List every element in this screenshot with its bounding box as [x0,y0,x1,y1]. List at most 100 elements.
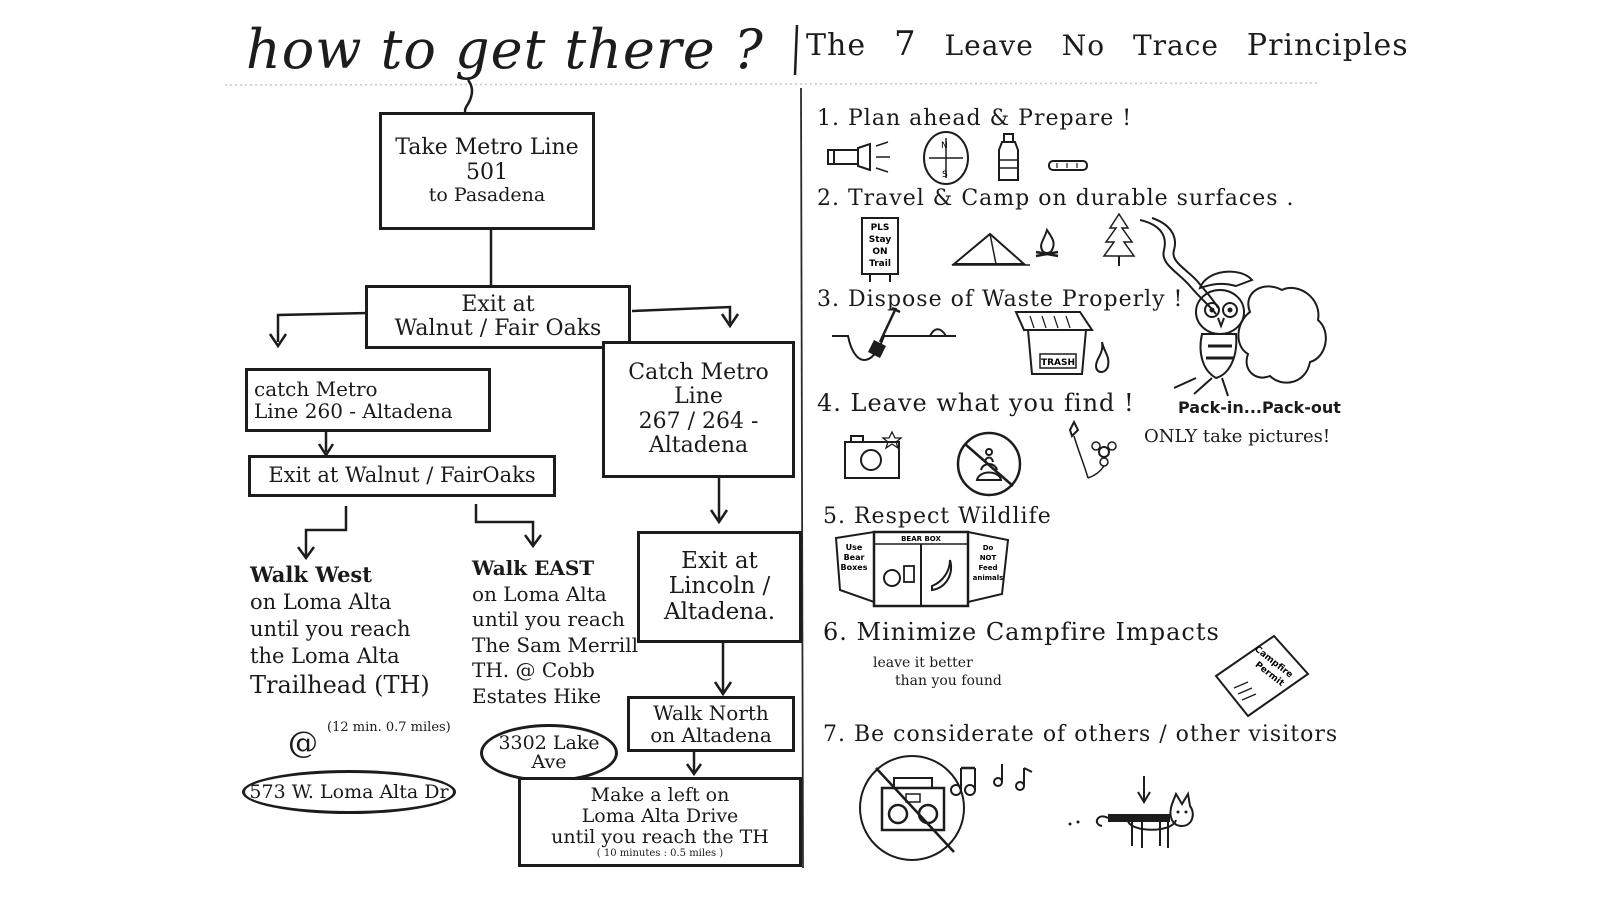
text-line: The Sam Merrill [472,632,638,657]
text-line: Walk EAST [472,556,595,580]
box-line: Altadena. [663,598,776,625]
oval-line: 3302 Lake [498,732,600,754]
principle-3: 3. Dispose of Waste Properly ! [817,287,1184,312]
wildflowers-icon [1068,419,1117,479]
bear-box-icon: BEAR BOX Use Bear Boxes Do NOT Feed anim… [834,530,1010,608]
trash-bin-icon: TRASH [1014,311,1110,375]
metro-501-box: Take Metro Line 501 to Pasadena [379,112,595,230]
title-word: 7 [894,24,917,64]
box-line: Exit at [461,291,535,317]
dog-on-leash-icon [1068,776,1194,848]
box-line: Lincoln / [668,573,771,600]
tent-icon [951,232,1030,266]
campfire-icon [1035,227,1059,258]
principle-2: 2. Travel & Camp on durable surfaces . [817,186,1295,211]
pack-in-pack-out-note: Pack-in...Pack-out [1178,398,1341,417]
box-line: catch Metro [254,377,378,401]
only-pictures-note: ONLY take pictures! [1144,426,1331,447]
title-word: Leave [944,29,1034,62]
west-address-oval: 573 W. Loma Alta Dr [242,770,456,814]
header-divider [793,24,799,76]
principle-1: 1. Plan ahead & Prepare ! [817,106,1133,131]
box-line: Catch Metro [628,360,769,386]
title-word: The [806,28,867,63]
text-line: the Loma Alta [250,643,400,668]
text-line: TH. @ Cobb [472,658,595,683]
bear-note-line: Use [846,543,863,552]
walk-north-box: Walk North on Altadena [627,696,795,752]
directions-title: how to get there ? [246,18,764,81]
box-line: Altadena [648,432,749,458]
principle-5: 5. Respect Wildlife [823,504,1052,529]
bear-note-line: Feed [978,564,997,572]
text-line: until you reach [250,616,411,641]
text-line: on Loma Alta [250,589,392,614]
campfire-permit-icon: Campfire Permit [1214,634,1310,718]
header-underline [224,82,1321,86]
principle-7: 7. Be considerate of others / other visi… [823,722,1339,747]
metro-260-box: catch Metro Line 260 - Altadena [245,368,491,432]
text-line: Trailhead (TH) [250,670,430,699]
tree-icon [1102,212,1136,266]
box-line: Line 260 - Altadena [254,399,453,423]
compass-n: N [941,141,948,151]
bear-box-label: BEAR BOX [901,535,941,543]
flashlight-icon [827,141,890,173]
stay-on-trail-sign-icon: PLS Stay ON Trail [861,217,899,282]
box-line: Walk North [653,701,769,725]
bear-note-line: Do [983,544,994,552]
no-picking-icon [956,431,1022,497]
note-line: than you found [895,673,1002,690]
music-notes-icon [950,764,1033,796]
exit-lincoln-box: Exit at Lincoln / Altadena. [637,531,802,643]
box-line: Exit at Walnut / FairOaks [268,463,536,488]
box-line: Take Metro Line [395,135,579,161]
flow-connectors [268,79,740,777]
text-line: on Loma Alta [472,581,607,606]
box-line: 501 [466,159,508,185]
principles-title: The 7 Leave No Trace Principles [806,24,1427,64]
east-address-oval: 3302 Lake Ave [480,724,618,782]
walk-west-text: Walk West on Loma Alta until you reach t… [250,562,430,700]
exit-walnut-fairoaks-box: Exit at Walnut / FairOaks [248,455,556,497]
box-line: Exit at [681,548,758,575]
no-loud-music-icon [859,755,965,861]
box-line: on Altadena [650,723,772,747]
owl-mascot-icon [1173,270,1327,397]
bear-note-line: Boxes [841,563,868,572]
box-line: Walnut / Fair Oaks [394,316,602,341]
shovel-icon [868,306,901,358]
text-line: until you reach [472,607,625,632]
bear-note-line: Bear [844,553,865,562]
box-line: until you reach the TH [551,825,769,848]
trail-path-icon [1139,217,1219,315]
bear-note-line: NOT [980,554,997,562]
box-line: to Pasadena [428,183,546,206]
page-divider [800,87,804,869]
metro-267-box: Catch Metro Line 267 / 264 - Altadena [602,341,795,478]
at-sign: @ [288,726,318,761]
bear-note-line: animals [973,574,1004,582]
box-line: Loma Alta Drive [581,805,739,828]
walk-east-text: Walk EAST on Loma Alta until you reach T… [472,556,638,710]
principle-4: 4. Leave what you find ! [817,389,1135,417]
camera-icon [844,430,903,479]
sign-line: ON [872,247,887,257]
title-word: No [1061,29,1106,62]
compass-s: S [942,170,948,180]
principle-6: 6. Minimize Campfire Impacts [823,618,1220,646]
oval-line: Ave [531,751,567,773]
text-line: Estates Hike [472,683,602,708]
box-line: ( 10 minutes : 0.5 miles ) [596,847,724,859]
box-line: 267 / 264 - [638,408,759,434]
sign-line: PLS [871,223,890,233]
exit-walnut-box: Exit at Walnut / Fair Oaks [365,285,631,349]
title-word: Trace [1132,29,1219,62]
food-bar-icon [1048,160,1088,171]
make-left-box: Make a left on Loma Alta Drive until you… [518,777,802,867]
sign-line: Trail [869,259,891,269]
trash-label: TRASH [1041,358,1075,368]
note-line: leave it better [873,655,973,671]
water-bottle-icon [998,133,1019,181]
